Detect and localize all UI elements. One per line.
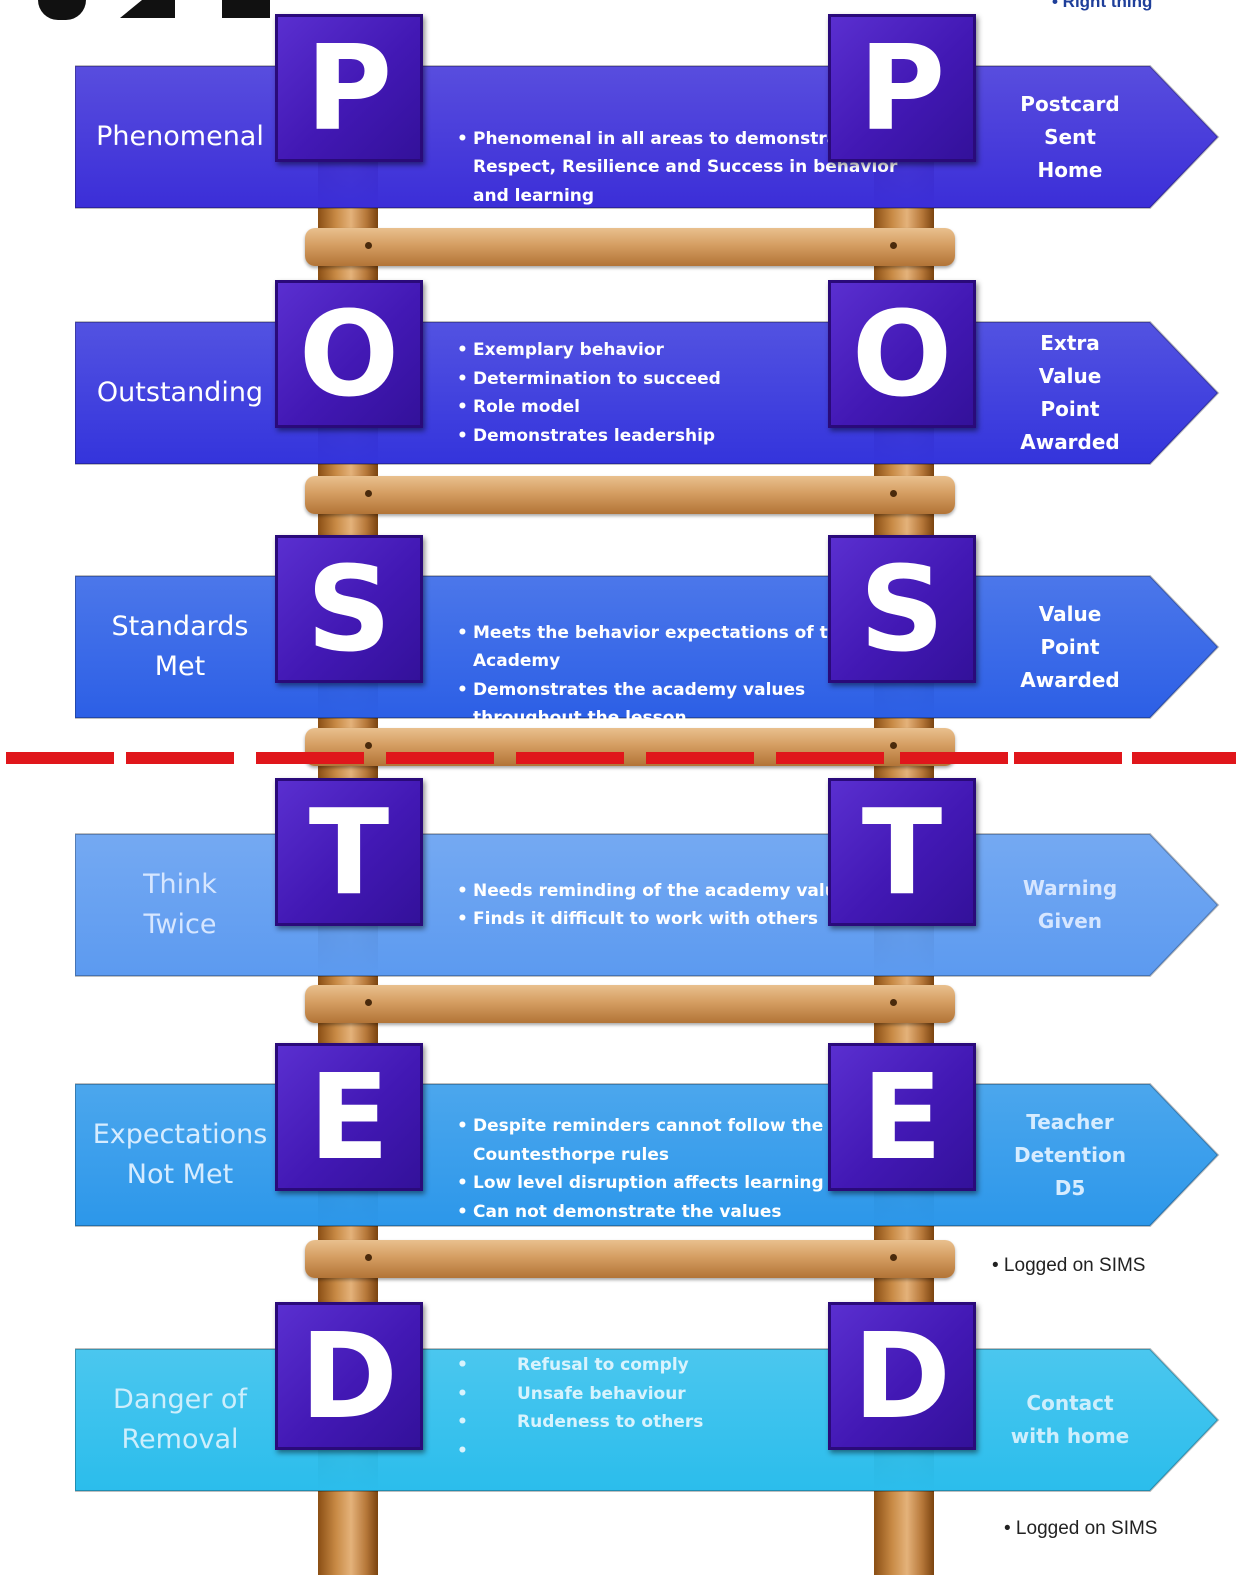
separator-dash xyxy=(126,752,234,764)
description-bullet: Demonstrates leadership xyxy=(457,422,905,451)
level-band-d: Danger of Removal Refusal to complyUnsafe… xyxy=(75,1345,1220,1495)
level-description: Refusal to complyUnsafe behaviourRudenes… xyxy=(457,1351,905,1465)
description-bullet: Exemplary behavior xyxy=(457,336,905,365)
description-bullet: Meets the behavior expectations of the A… xyxy=(457,619,905,676)
description-bullet: Despite reminders cannot follow the Coun… xyxy=(457,1112,905,1169)
separator-dash xyxy=(6,752,114,764)
separator-dash xyxy=(386,752,494,764)
level-description: Needs reminding of the academy valuesFin… xyxy=(457,877,905,934)
logo-fragment-2 xyxy=(120,0,175,18)
letter-post-o-right: O xyxy=(828,280,976,428)
level-label: Expectations Not Met xyxy=(92,1119,268,1190)
description-bullet: Rudeness to others xyxy=(457,1408,905,1437)
ladder-rung xyxy=(305,1240,955,1278)
logo-fragment-3 xyxy=(222,0,270,18)
letter-post-s-right: S xyxy=(828,535,976,683)
separator-dash xyxy=(256,752,364,764)
level-band-t: Think Twice Needs reminding of the academ… xyxy=(75,830,1220,980)
level-description: Despite reminders cannot follow the Coun… xyxy=(457,1112,905,1226)
level-outcome: Warning Given xyxy=(1022,876,1118,933)
level-label: Think Twice xyxy=(143,869,217,940)
description-bullet: Finds it difficult to work with others xyxy=(457,905,905,934)
ladder-rung xyxy=(305,476,955,514)
description-bullet: Needs reminding of the academy values xyxy=(457,877,905,906)
description-bullet: Determination to succeed xyxy=(457,365,905,394)
letter-post-o-left: O xyxy=(275,280,423,428)
level-band-s: Standards Met Meets the behavior expectat… xyxy=(75,572,1220,728)
level-label: Outstanding xyxy=(96,377,264,408)
level-outcome: Extra Value Point Awarded xyxy=(1020,331,1120,454)
description-bullet: Can not demonstrate the values xyxy=(457,1198,905,1227)
level-description: Meets the behavior expectations of the A… xyxy=(457,619,905,733)
level-band-e: Expectations Not Met Despite reminders ca… xyxy=(75,1080,1220,1230)
ladder-rung xyxy=(305,985,955,1023)
level-band-o: Outstanding Exemplary behaviorDeterminati… xyxy=(75,318,1220,468)
description-bullet: Phenomenal in all areas to demonstrate R… xyxy=(457,125,905,211)
separator-dash xyxy=(1132,752,1236,764)
logo-fragment-1 xyxy=(38,0,86,20)
level-label: Standards Met xyxy=(111,611,249,682)
letter-post-e-right: E xyxy=(828,1043,976,1191)
top-right-text: • Right thing xyxy=(1052,0,1153,11)
level-description: Phenomenal in all areas to demonstrate R… xyxy=(457,125,905,211)
separator-dash xyxy=(776,752,884,764)
separator-dash xyxy=(516,752,624,764)
letter-post-e-left: E xyxy=(275,1043,423,1191)
separator-dash xyxy=(900,752,1008,764)
letter-post-p-left: P xyxy=(275,14,423,162)
level-outcome: Value Point Awarded xyxy=(1020,601,1120,692)
description-bullet: Unsafe behaviour xyxy=(457,1380,905,1409)
description-bullet: Refusal to comply xyxy=(457,1351,905,1380)
letter-post-d-left: D xyxy=(275,1302,423,1450)
ladder-rung xyxy=(305,228,955,266)
letter-post-t-left: T xyxy=(275,778,423,926)
logged-on-sims-note-2: • Logged on SIMS xyxy=(1004,1518,1158,1539)
description-bullet: Role model xyxy=(457,393,905,422)
letter-post-d-right: D xyxy=(828,1302,976,1450)
level-outcome: Contact with home xyxy=(1010,1391,1130,1448)
level-band-p: Phenomenal Phenomenal in all areas to dem… xyxy=(75,62,1220,212)
separator-dash xyxy=(646,752,754,764)
level-outcome: Postcard Sent Home xyxy=(1020,91,1120,182)
description-bullet: Low level disruption affects learning xyxy=(457,1169,905,1198)
level-label: Phenomenal xyxy=(96,121,264,152)
letter-post-s-left: S xyxy=(275,535,423,683)
level-description: Exemplary behaviorDetermination to succe… xyxy=(457,336,905,450)
letter-post-t-right: T xyxy=(828,778,976,926)
logged-on-sims-note-1: • Logged on SIMS xyxy=(992,1255,1146,1276)
level-outcome: Teacher Detention D5 xyxy=(1014,1109,1126,1200)
level-label: Danger of Removal xyxy=(113,1384,247,1455)
letter-post-p-right: P xyxy=(828,14,976,162)
separator-dash xyxy=(1014,752,1122,764)
description-bullet: Demonstrates the academy values througho… xyxy=(457,676,905,733)
